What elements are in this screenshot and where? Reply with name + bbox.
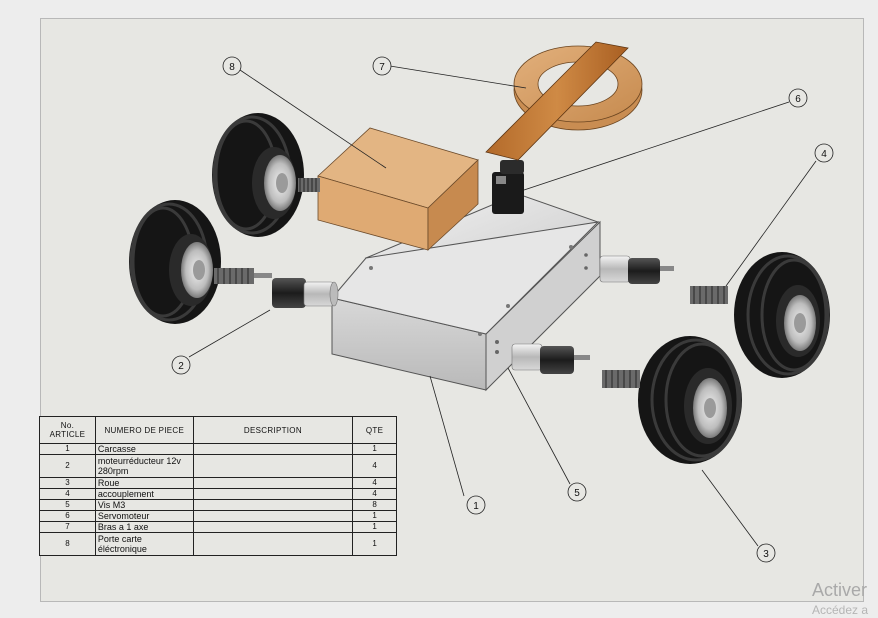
bom-cell-qty: 4 bbox=[352, 477, 397, 489]
bom-header-qty: QTE bbox=[352, 416, 397, 444]
bom-cell-no: 5 bbox=[39, 499, 96, 511]
bom-cell-desc bbox=[192, 521, 354, 533]
gear-motor-right-bottom bbox=[511, 343, 590, 374]
bom-cell-desc bbox=[192, 488, 354, 500]
activation-watermark-subtitle: Accédez a bbox=[812, 603, 869, 617]
bom-cell-part: Bras a 1 axe bbox=[94, 521, 194, 533]
svg-text:3: 3 bbox=[763, 549, 769, 560]
bom-cell-part: Servomoteur bbox=[94, 510, 194, 522]
coupling-left-top bbox=[298, 178, 320, 192]
bom-cell-no: 2 bbox=[39, 454, 96, 478]
arm-ring bbox=[485, 41, 643, 161]
bom-cell-desc bbox=[192, 499, 354, 511]
bom-cell-desc bbox=[192, 510, 354, 522]
svg-text:1: 1 bbox=[473, 501, 479, 512]
bom-cell-no: 3 bbox=[39, 477, 96, 489]
bom-cell-part: moteurréducteur 12v 280rpm bbox=[94, 454, 194, 478]
wheel-front-right-bottom bbox=[638, 336, 742, 464]
balloon-3: 3 bbox=[756, 543, 776, 563]
coupling-left-bottom bbox=[214, 268, 272, 284]
wheel-rear-left-top bbox=[212, 113, 304, 237]
bom-cell-qty: 1 bbox=[352, 510, 397, 522]
bom-cell-no: 1 bbox=[39, 443, 96, 455]
bom-cell-qty: 1 bbox=[352, 443, 397, 455]
gear-motor-left bbox=[272, 278, 339, 308]
svg-text:4: 4 bbox=[821, 149, 827, 160]
coupling-right-bottom bbox=[602, 370, 640, 388]
wheel-rear-left-bottom bbox=[129, 200, 221, 324]
bom-cell-part: Porte carte éléctronique bbox=[94, 532, 194, 556]
leader-lines bbox=[188, 65, 817, 547]
bom-cell-part: Roue bbox=[94, 477, 194, 489]
bom-cell-desc bbox=[192, 532, 354, 556]
bom-row: 8 Porte carte éléctronique 1 bbox=[39, 532, 397, 556]
svg-text:7: 7 bbox=[379, 62, 385, 73]
bom-cell-no: 4 bbox=[39, 488, 96, 500]
balloon-6: 6 bbox=[788, 88, 808, 108]
activation-watermark-title: Activer bbox=[812, 580, 868, 600]
bom-row: 1 Carcasse 1 bbox=[39, 443, 397, 455]
svg-text:5: 5 bbox=[574, 488, 580, 499]
bom-row: 2 moteurréducteur 12v 280rpm 4 bbox=[39, 454, 397, 478]
balloon-4: 4 bbox=[814, 143, 834, 163]
balloon-1: 1 bbox=[466, 495, 486, 515]
bom-cell-qty: 4 bbox=[352, 488, 397, 500]
bom-cell-part: Vis M3 bbox=[94, 499, 194, 511]
bill-of-materials-table: No. ARTICLE NUMERO DE PIECE DESCRIPTION … bbox=[39, 416, 397, 556]
wheel-front-right-top bbox=[734, 252, 830, 378]
bom-cell-desc bbox=[192, 454, 354, 478]
bom-cell-part: accouplement bbox=[94, 488, 194, 500]
bom-header-description: DESCRIPTION bbox=[192, 416, 354, 444]
bom-row: 6 Servomoteur 1 bbox=[39, 510, 397, 522]
bom-cell-no: 7 bbox=[39, 521, 96, 533]
bom-header-article: No. ARTICLE bbox=[39, 416, 96, 444]
bom-cell-qty: 8 bbox=[352, 499, 397, 511]
bom-header-row: No. ARTICLE NUMERO DE PIECE DESCRIPTION … bbox=[39, 416, 397, 444]
bom-row: 5 Vis M3 8 bbox=[39, 499, 397, 511]
bom-row: 4 accouplement 4 bbox=[39, 488, 397, 500]
balloon-5: 5 bbox=[567, 482, 587, 502]
coupling-right-top bbox=[690, 286, 728, 304]
gear-motor-right-top bbox=[599, 255, 674, 284]
balloon-7: 7 bbox=[372, 56, 392, 76]
svg-text:6: 6 bbox=[795, 94, 801, 105]
bom-cell-no: 6 bbox=[39, 510, 96, 522]
bom-cell-part: Carcasse bbox=[94, 443, 194, 455]
svg-text:8: 8 bbox=[229, 62, 235, 73]
bom-cell-qty: 1 bbox=[352, 521, 397, 533]
bom-cell-qty: 4 bbox=[352, 454, 397, 478]
bom-row: 3 Roue 4 bbox=[39, 477, 397, 489]
bom-cell-no: 8 bbox=[39, 532, 96, 556]
bom-cell-desc bbox=[192, 443, 354, 455]
svg-text:2: 2 bbox=[178, 361, 184, 372]
balloon-2: 2 bbox=[171, 355, 191, 375]
board-holder-block bbox=[317, 127, 479, 251]
bom-cell-qty: 1 bbox=[352, 532, 397, 556]
bom-cell-desc bbox=[192, 477, 354, 489]
servo-motor bbox=[492, 160, 524, 214]
balloon-8: 8 bbox=[222, 56, 242, 76]
bom-header-part-number: NUMERO DE PIECE bbox=[94, 416, 194, 444]
bom-row: 7 Bras a 1 axe 1 bbox=[39, 521, 397, 533]
